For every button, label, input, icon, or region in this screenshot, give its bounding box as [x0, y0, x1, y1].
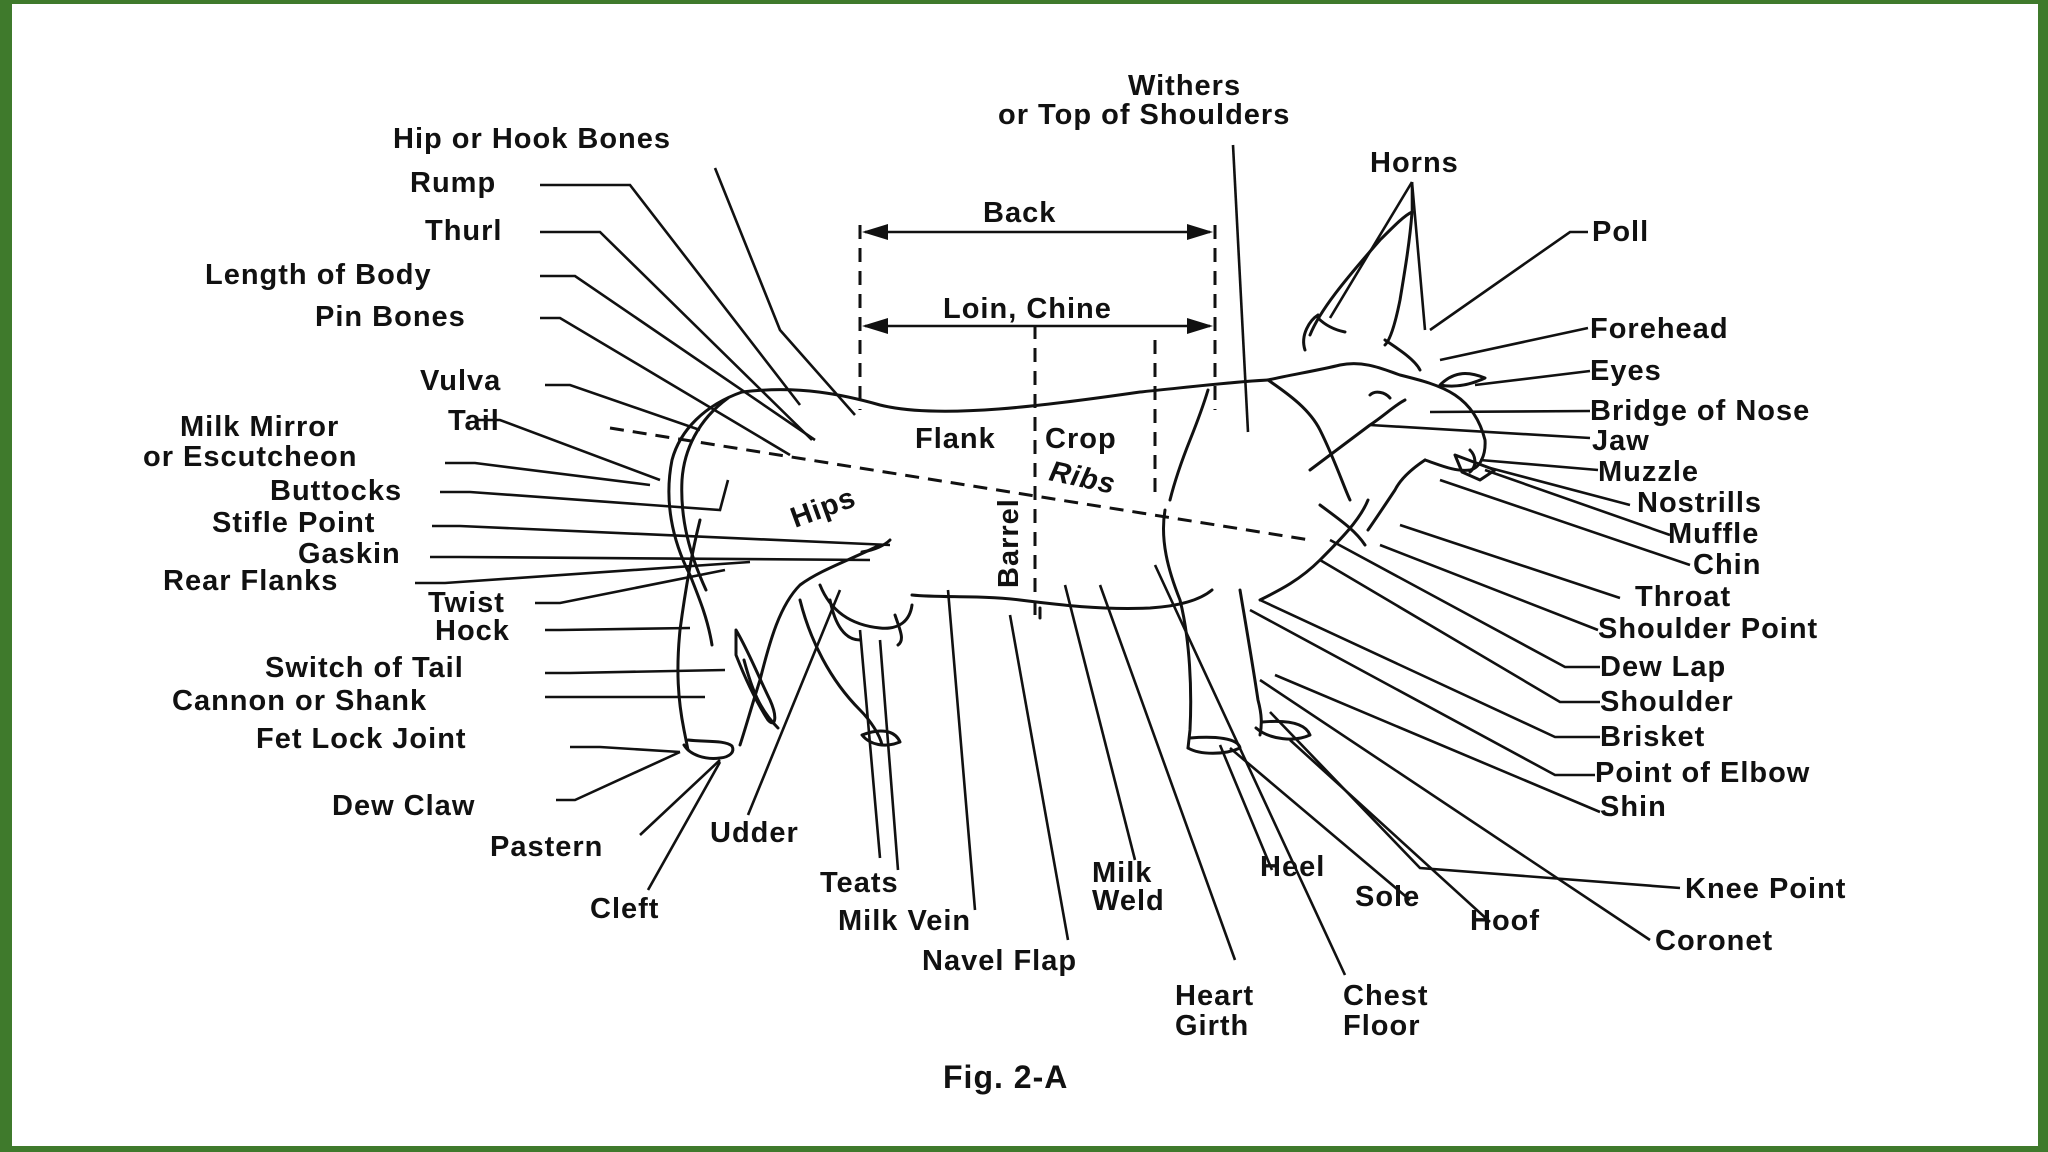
figure-caption: Fig. 2-A	[943, 1059, 1068, 1095]
label-length-of-body: Length of Body	[205, 259, 432, 291]
label-jaw: Jaw	[1592, 425, 1650, 457]
leader-lines	[415, 144, 1691, 976]
label-withers-1: Withers	[1128, 70, 1241, 102]
cow-outline	[667, 210, 1497, 760]
label-throat: Throat	[1635, 581, 1731, 613]
label-hip-bones: Hip or Hook Bones	[393, 123, 671, 155]
label-tail: Tail	[448, 405, 500, 437]
label-milk-mirror-1: Milk Mirror	[180, 411, 339, 443]
label-cannon: Cannon or Shank	[172, 685, 427, 717]
label-switch-of-tail: Switch of Tail	[265, 652, 464, 684]
label-pin-bones: Pin Bones	[315, 301, 466, 333]
dashed-markers	[609, 225, 1311, 620]
label-rear-flanks: Rear Flanks	[163, 565, 338, 597]
back-dimension-arrow	[862, 224, 1213, 240]
label-hock: Hock	[435, 615, 510, 647]
label-muffle: Muffle	[1668, 518, 1759, 550]
label-bridge-of-nose: Bridge of Nose	[1590, 395, 1810, 427]
label-nostrils: Nostrills	[1637, 487, 1762, 519]
label-muzzle: Muzzle	[1598, 456, 1699, 488]
label-milk-mirror-2: or Escutcheon	[143, 441, 357, 473]
label-twist: Twist	[428, 587, 505, 619]
label-cleft: Cleft	[590, 893, 659, 925]
label-back: Back	[983, 197, 1056, 229]
label-chest-floor-2: Floor	[1343, 1010, 1421, 1042]
label-udder: Udder	[710, 817, 799, 849]
label-rump: Rump	[410, 167, 496, 199]
label-shin: Shin	[1600, 791, 1667, 823]
label-stifle-point: Stifle Point	[212, 507, 375, 539]
label-coronet: Coronet	[1655, 925, 1773, 957]
label-flank: Flank	[915, 423, 996, 455]
label-navel-flap: Navel Flap	[922, 945, 1077, 977]
label-ribs: Ribs	[1047, 456, 1119, 501]
label-milk-weld-2: Weld	[1092, 885, 1165, 917]
label-milk-weld-1: Milk	[1092, 857, 1152, 889]
label-buttocks: Buttocks	[270, 475, 402, 507]
label-fetlock: Fet Lock Joint	[256, 723, 467, 755]
label-brisket: Brisket	[1600, 721, 1705, 753]
label-eyes: Eyes	[1590, 355, 1662, 387]
label-point-of-elbow: Point of Elbow	[1595, 757, 1810, 789]
label-teats: Teats	[820, 867, 899, 899]
labels: Withers or Top of Shoulders Hip or Hook …	[143, 70, 1846, 1095]
label-hips: Hips	[786, 482, 860, 535]
label-thurl: Thurl	[425, 215, 503, 247]
label-heart-girth-2: Girth	[1175, 1010, 1249, 1042]
label-poll: Poll	[1592, 216, 1649, 248]
label-gaskin: Gaskin	[298, 538, 401, 570]
loin-dimension-arrow	[862, 318, 1213, 334]
label-crop: Crop	[1045, 423, 1117, 455]
label-hoof: Hoof	[1470, 905, 1540, 937]
label-chin: Chin	[1693, 549, 1761, 581]
label-dew-claw: Dew Claw	[332, 790, 475, 822]
label-barrel: Barrel	[993, 498, 1025, 588]
label-shoulder-point: Shoulder Point	[1598, 613, 1818, 645]
label-withers-2: or Top of Shoulders	[998, 99, 1290, 131]
label-knee-point: Knee Point	[1685, 873, 1846, 905]
label-heart-girth-1: Heart	[1175, 980, 1254, 1012]
label-heel: Heel	[1260, 851, 1325, 883]
label-dew-lap: Dew Lap	[1600, 651, 1726, 683]
label-forehead: Forehead	[1590, 313, 1729, 345]
label-vulva: Vulva	[420, 365, 501, 397]
label-loin-chine: Loin, Chine	[943, 293, 1112, 325]
label-milk-vein: Milk Vein	[838, 905, 971, 937]
label-sole: Sole	[1355, 881, 1420, 913]
label-shoulder: Shoulder	[1600, 686, 1734, 718]
label-pastern: Pastern	[490, 831, 603, 863]
label-horns: Horns	[1370, 147, 1459, 179]
label-chest-floor-1: Chest	[1343, 980, 1429, 1012]
